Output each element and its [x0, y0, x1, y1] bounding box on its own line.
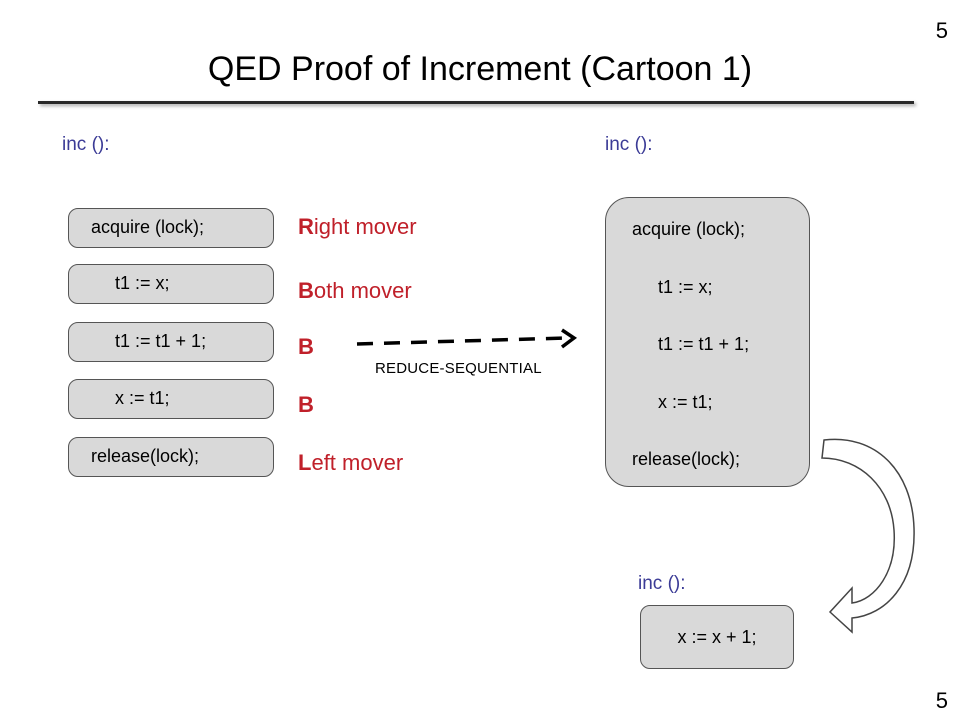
dashed-arrow-icon: [356, 328, 578, 349]
right-statement-release: release(lock);: [632, 449, 741, 469]
left-statement-release: release(lock);: [68, 437, 274, 477]
right-statement-read: t1 := x;: [658, 277, 713, 297]
left-statement-increment: t1 := t1 + 1;: [68, 322, 274, 362]
left-procedure-label: inc ():: [62, 134, 110, 155]
right-statement-increment: t1 := t1 + 1;: [658, 334, 750, 354]
page-number-top: 5: [935, 18, 948, 43]
final-statement-box: x := x + 1;: [640, 605, 794, 669]
left-statement-acquire: acquire (lock);: [68, 208, 274, 248]
title-underline: [38, 101, 914, 104]
mover-label-b1: B: [298, 334, 314, 359]
mover-label-both: Both mover: [298, 278, 412, 303]
right-statement-acquire: acquire (lock);: [632, 219, 746, 239]
slide-title: QED Proof of Increment (Cartoon 1): [207, 50, 753, 88]
left-statement-write: x := t1;: [68, 379, 274, 419]
mover-label-left: Left mover: [298, 450, 404, 475]
right-statement-write: x := t1;: [658, 392, 713, 412]
reduce-sequential-label: REDUCE-SEQUENTIAL: [375, 360, 542, 377]
right-procedure-label: inc ():: [605, 134, 653, 155]
left-statement-read: t1 := x;: [68, 264, 274, 304]
reduced-atomic-block: [605, 197, 810, 487]
curved-arrow-icon: [821, 438, 915, 634]
final-procedure-label: inc ():: [638, 573, 686, 594]
mover-label-b2: B: [298, 392, 314, 417]
mover-label-right: Right mover: [298, 214, 417, 239]
page-number-bottom: 5: [935, 688, 948, 713]
